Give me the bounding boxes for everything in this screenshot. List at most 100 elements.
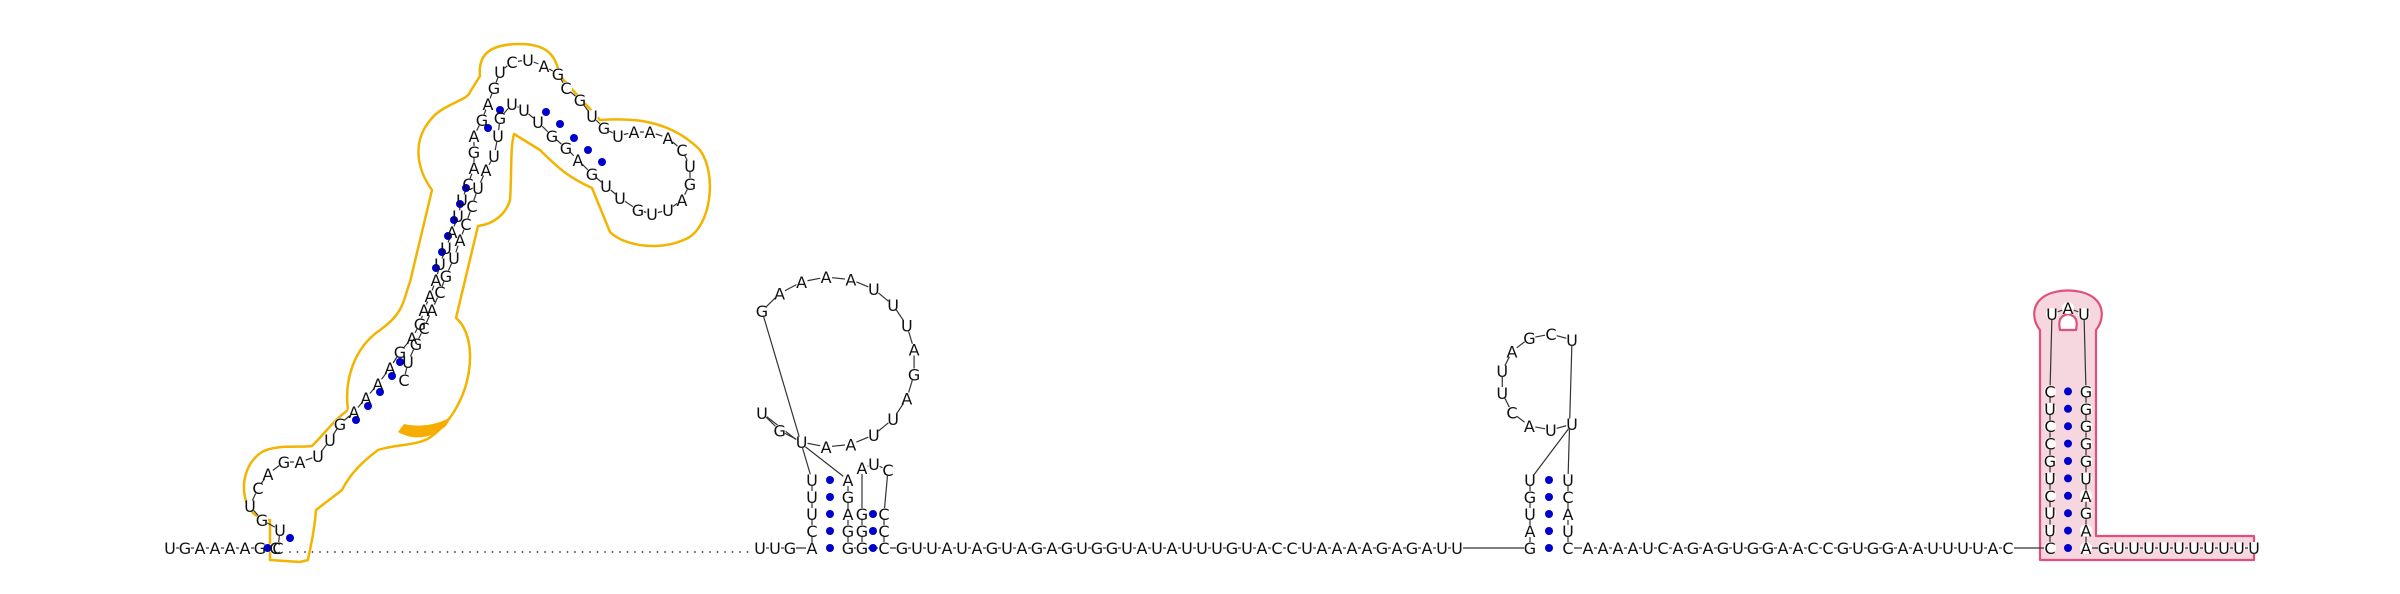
yellow-mark-fill [398,416,452,438]
nucleotide: C [1657,539,1668,558]
nucleotide: U [2203,539,2215,558]
nucleotide: A [263,465,274,484]
nucleotide: C [272,539,283,558]
letter-mask [2113,542,2125,554]
backbone-link [2049,313,2053,392]
nucleotide: G [488,79,500,98]
nucleotide: U [1121,539,1133,558]
nucleotide: U [2143,539,2155,558]
nucleotide: A [407,329,418,348]
letter-mask [2080,402,2092,415]
letter-mask [1597,542,1609,554]
nucleotide: U [494,63,506,82]
base-pair-dot [432,264,440,272]
base-pair-dot [2064,404,2072,413]
letter-mask [1061,542,1073,554]
nucleotide: A [1137,539,1148,558]
letter-mask [896,542,908,554]
nucleotide: C [1562,488,1573,507]
nucleotide: U [2080,469,2092,488]
letter-mask [2044,402,2056,415]
nucleotide: G [1524,488,1536,507]
nucleotide: G [784,539,796,558]
nucleotide: U [532,113,544,132]
nucleotide: U [901,317,913,336]
gap-dot [446,551,449,553]
nucleotide: A [909,341,920,360]
letter-mask [164,542,176,554]
letter-mask [806,508,818,520]
letter-mask [1331,542,1343,554]
letter-mask [522,54,534,66]
nucleotide: A [483,95,494,114]
nucleotide: C [2044,435,2055,454]
letter-mask [194,542,206,554]
letter-mask [1286,542,1298,554]
letter-mask [878,542,890,554]
nucleotide: A [425,287,436,306]
letter-mask [1642,542,1654,554]
letter-mask [269,542,281,554]
letter-mask [460,218,472,230]
nucleotide: U [456,191,468,210]
nucleotide: G [560,139,572,158]
nucleotide: A [1525,522,1536,541]
letter-mask [1957,542,1969,554]
letter-mask [856,508,868,520]
nucleotide: C [460,215,471,234]
letter-mask [676,194,688,206]
letter-mask [254,542,266,554]
letter-mask [1256,542,1268,554]
nucleotide: G [1837,539,1849,558]
letter-mask [410,338,422,350]
letter-mask [1562,508,1574,520]
nucleotide: U [452,207,464,226]
nucleotide: C [2044,487,2055,506]
nucleotide: A [796,273,807,292]
letter-mask [684,178,696,190]
nucleotide: G [1524,539,1536,558]
nucleotide: U [1496,384,1508,403]
nucleotide: C [466,197,477,216]
letter-mask [1822,542,1834,554]
letter-mask [468,146,480,158]
gap-dot [566,551,569,553]
base-pair-dot [1545,476,1553,484]
nucleotide: C [462,175,473,194]
letter-mask [887,299,900,312]
base-pair-dot [2064,387,2072,396]
gap-dot [716,551,719,553]
letter-mask [426,304,438,316]
letter-mask [806,525,818,537]
letter-mask [312,450,324,462]
gap-dot [439,551,441,553]
backbone-link [1529,423,1573,481]
letter-mask [1451,542,1463,554]
letter-mask [842,491,854,503]
letter-mask [2080,524,2092,537]
letter-mask [926,542,938,554]
letter-mask [2143,542,2155,554]
base-pair-dot [869,510,877,518]
gap-dot [649,551,651,553]
gap-dot [739,551,741,553]
letter-mask [394,346,406,358]
nucleotide: U [274,521,286,540]
nucleotide: A [1392,539,1403,558]
nucleotide: U [806,488,818,507]
base-pair-dot [462,184,470,192]
nucleotide: C [252,479,263,498]
letter-mask [1562,474,1574,486]
letter-mask [252,482,264,494]
nucleotide: G [414,315,426,334]
letter-mask [2044,420,2056,433]
letter-mask [755,406,768,419]
letter-mask [2080,385,2092,398]
letter-mask [1837,542,1849,554]
gap-dot [604,551,606,553]
nucleotide: A [2081,539,2092,558]
nucleotide: A [373,375,384,394]
gap-dot [289,551,291,553]
letter-mask [574,94,586,106]
